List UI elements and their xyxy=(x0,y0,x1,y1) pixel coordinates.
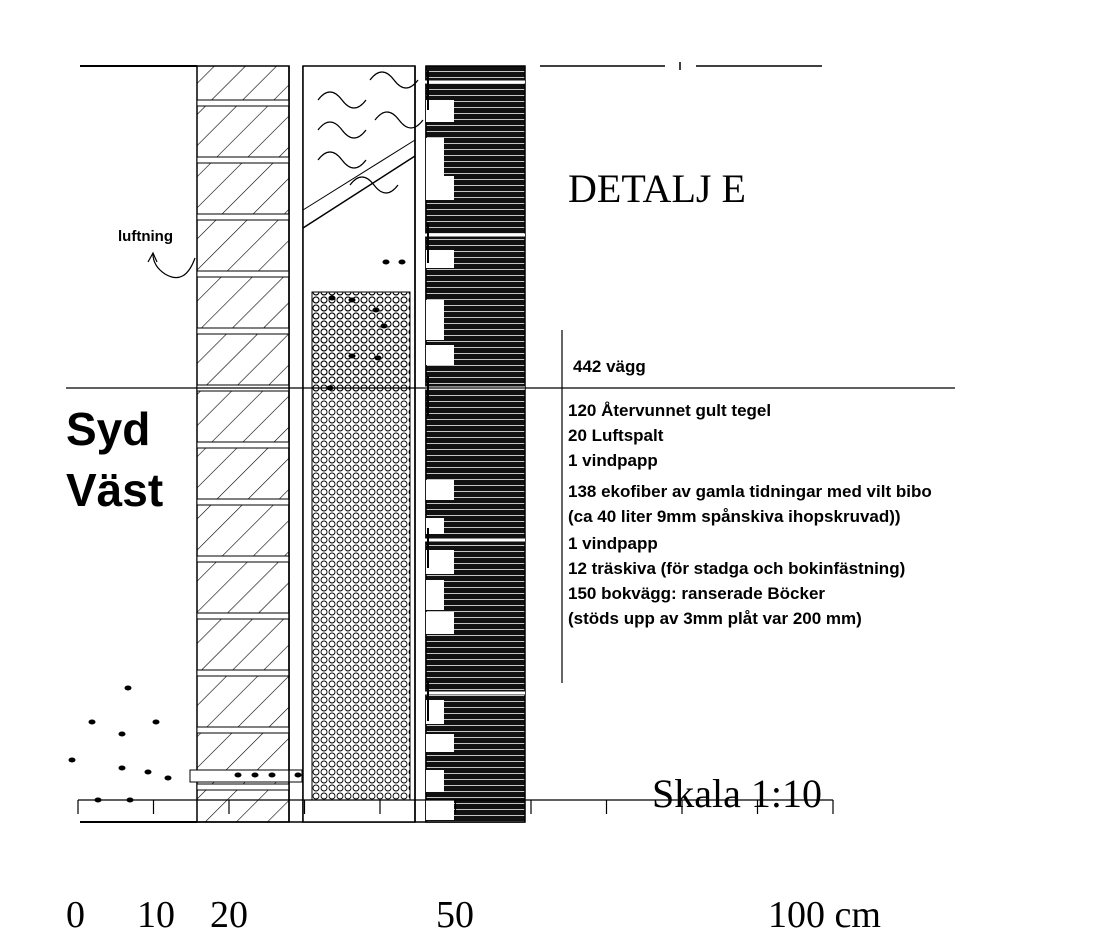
book-gap xyxy=(426,734,454,752)
insect-icon xyxy=(348,297,356,303)
book-gap xyxy=(426,800,454,820)
brick-layer xyxy=(189,65,303,823)
air-gap xyxy=(288,66,304,822)
brick-joint xyxy=(196,555,290,563)
scale-label-50: 50 xyxy=(436,894,474,936)
book-gaps xyxy=(426,100,454,820)
top-boundary-line xyxy=(80,62,822,70)
insect-icon xyxy=(94,797,102,803)
detail-title: DETALJ E xyxy=(568,166,746,211)
insect-icon xyxy=(268,772,276,778)
insect-icon xyxy=(398,259,406,265)
brick-joint xyxy=(196,498,290,506)
book-wall xyxy=(420,65,526,823)
scale-bar xyxy=(77,799,834,814)
brick-joint xyxy=(196,99,290,107)
layer-book-wall: 150 bokvägg: ranserade Böcker xyxy=(568,584,826,603)
insect-icon xyxy=(251,772,259,778)
brick-joint xyxy=(196,156,290,164)
brick-joint xyxy=(196,327,290,335)
book-gap xyxy=(426,100,454,122)
orientation-line-1: Syd xyxy=(66,403,151,455)
scale-label-0: 0 xyxy=(66,894,85,936)
insect-icon xyxy=(144,769,152,775)
book-gap xyxy=(426,345,454,365)
insect-icon xyxy=(68,757,76,763)
layer-air-gap: 20 Luftspalt xyxy=(568,426,664,445)
book-gap xyxy=(426,612,454,634)
insect-icon xyxy=(118,765,126,771)
insect-icon xyxy=(348,353,356,359)
insect-icon xyxy=(118,731,126,737)
book-gap xyxy=(426,580,444,610)
orientation-line-2: Väst xyxy=(66,464,164,516)
brick-joint xyxy=(196,726,290,734)
book-gap xyxy=(426,700,444,724)
section-line xyxy=(66,330,955,683)
insect-icon xyxy=(164,775,172,781)
layer-eco-fiber-note: (ca 40 liter 9mm spånskiva ihopskruvad)) xyxy=(568,507,901,526)
scale-label-10: 10 xyxy=(137,894,175,936)
insect-icon xyxy=(382,259,390,265)
brick-joint xyxy=(196,270,290,278)
book-gap xyxy=(426,480,454,500)
insect-icon xyxy=(234,772,242,778)
book-gap xyxy=(426,250,454,268)
insect-icon xyxy=(372,307,380,313)
book-gap xyxy=(426,518,444,534)
insect-icon xyxy=(124,685,132,691)
wood-board xyxy=(414,66,427,822)
vent-arrow-icon xyxy=(147,251,196,279)
insect-icon xyxy=(294,772,302,778)
insulation-cavity xyxy=(302,65,424,823)
book-gap xyxy=(426,300,444,340)
brick-joint xyxy=(196,612,290,620)
insect-icon xyxy=(88,719,96,725)
insect-icon xyxy=(126,797,134,803)
layer-brick: 120 Återvunnet gult tegel xyxy=(568,401,772,420)
brick-joint xyxy=(196,441,290,449)
scale-label: Skala 1:10 xyxy=(652,771,822,816)
insect-icon xyxy=(374,355,382,361)
layer-wood-board: 12 träskiva (för stadga och bokinfästnin… xyxy=(568,559,906,578)
wall-total-label: 442 vägg xyxy=(573,357,646,376)
layer-eco-fiber: 138 ekofiber av gamla tidningar med vilt… xyxy=(568,482,932,501)
book-gap xyxy=(426,550,454,574)
scale-label-20: 20 xyxy=(210,894,248,936)
brick-joint xyxy=(196,669,290,677)
insect-icons xyxy=(68,259,406,803)
layer-wind-paper-1: 1 vindpapp xyxy=(568,451,658,470)
vent-label: luftning xyxy=(118,228,173,245)
scale-label-100: 100 cm xyxy=(768,894,881,936)
brick-joint xyxy=(196,783,290,791)
insect-icon xyxy=(152,719,160,725)
insect-icon xyxy=(380,323,388,329)
layer-wind-paper-2: 1 vindpapp xyxy=(568,534,658,553)
layer-book-wall-note: (stöds upp av 3mm plåt var 200 mm) xyxy=(568,609,862,628)
insect-icon xyxy=(328,295,336,301)
insect-icon xyxy=(326,385,334,391)
book-gap xyxy=(426,770,444,792)
brick-joint xyxy=(196,213,290,221)
book-gap xyxy=(426,176,454,200)
book-gap xyxy=(426,138,444,176)
